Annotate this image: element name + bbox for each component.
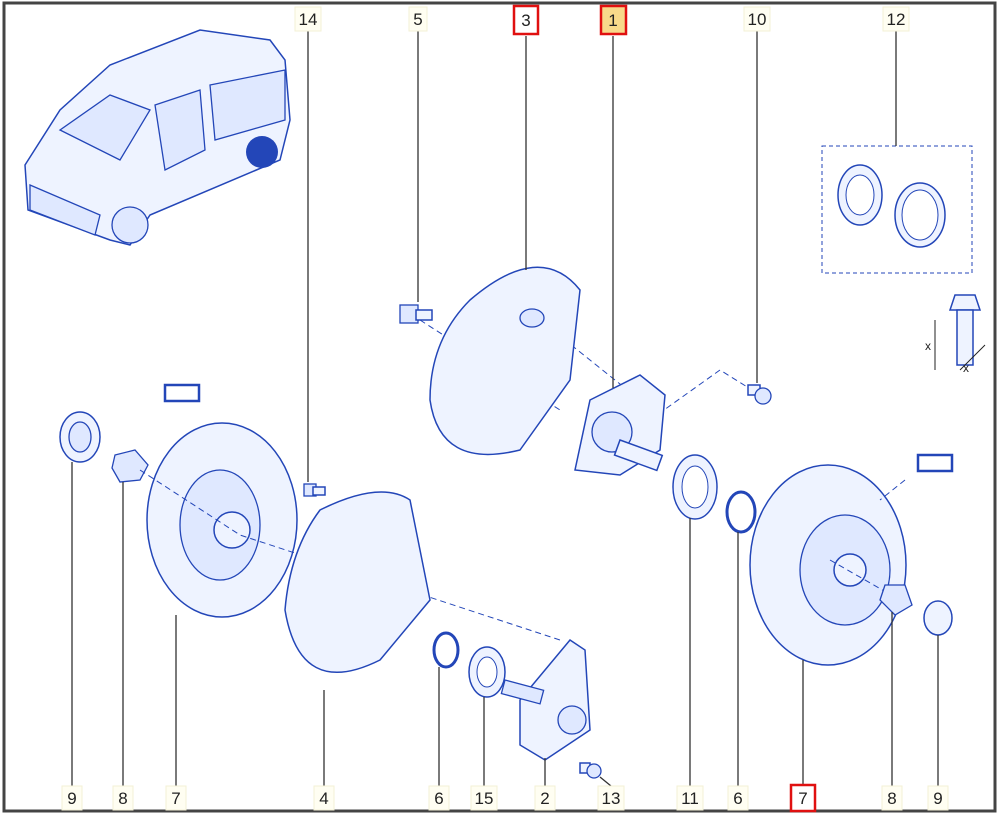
callout-9[interactable]: 9 bbox=[61, 785, 83, 811]
nut-8-left bbox=[111, 449, 149, 483]
svg-text:10: 10 bbox=[748, 10, 767, 29]
callout-9-right[interactable]: 9 bbox=[927, 785, 949, 811]
bolt-10 bbox=[747, 384, 772, 405]
disc-symbol-left bbox=[163, 383, 201, 403]
svg-text:14: 14 bbox=[299, 10, 318, 29]
svg-text:13: 13 bbox=[602, 789, 621, 808]
callout-14[interactable]: 14 bbox=[294, 6, 322, 32]
seal-kit-callout bbox=[821, 145, 973, 274]
bolt-14 bbox=[303, 483, 326, 497]
leader-lines bbox=[71, 30, 939, 787]
callout-10[interactable]: 10 bbox=[743, 6, 771, 32]
svg-text:8: 8 bbox=[118, 789, 127, 808]
nut-8-right bbox=[879, 584, 913, 616]
callout-7-highlighted[interactable]: 7 bbox=[789, 783, 817, 813]
dust-shield-4 bbox=[284, 491, 431, 674]
callout-2[interactable]: 2 bbox=[534, 785, 556, 811]
svg-text:9: 9 bbox=[67, 789, 76, 808]
callout-7[interactable]: 7 bbox=[165, 785, 187, 811]
circlip-6 bbox=[725, 490, 757, 534]
svg-text:6: 6 bbox=[733, 789, 742, 808]
svg-text:7: 7 bbox=[171, 789, 180, 808]
cap-9-right bbox=[923, 600, 953, 636]
callout-11[interactable]: 11 bbox=[676, 785, 704, 811]
bottom-callout-labels: 9 8 7 4 6 15 2 13 11 6 7 8 9 bbox=[61, 783, 949, 813]
callout-5[interactable]: 5 bbox=[408, 6, 428, 32]
callout-3-highlighted[interactable]: 3 bbox=[512, 4, 540, 36]
disc-symbol-right bbox=[916, 453, 954, 473]
svg-text:7: 7 bbox=[798, 789, 807, 808]
callout-6-right[interactable]: 6 bbox=[727, 785, 749, 811]
bolt-13 bbox=[579, 762, 602, 779]
callout-4[interactable]: 4 bbox=[313, 785, 335, 811]
svg-text:4: 4 bbox=[319, 789, 328, 808]
svg-text:3: 3 bbox=[521, 11, 530, 30]
svg-text:9: 9 bbox=[933, 789, 942, 808]
svg-text:2: 2 bbox=[540, 789, 549, 808]
svg-text:8: 8 bbox=[887, 789, 896, 808]
svg-text:15: 15 bbox=[475, 789, 494, 808]
svg-text:11: 11 bbox=[681, 789, 699, 808]
bolt-5 bbox=[399, 304, 433, 324]
circlip-6-left bbox=[432, 631, 460, 669]
vehicle-illustration bbox=[24, 29, 291, 246]
svg-text:6: 6 bbox=[434, 789, 443, 808]
callout-6[interactable]: 6 bbox=[428, 785, 450, 811]
upper-assembly bbox=[399, 266, 954, 666]
callout-8-right[interactable]: 8 bbox=[881, 785, 903, 811]
callout-13[interactable]: 13 bbox=[597, 785, 625, 811]
svg-text:x: x bbox=[925, 339, 931, 353]
top-callout-labels: 14 5 3 1 10 12 bbox=[294, 4, 910, 36]
callout-8[interactable]: 8 bbox=[112, 785, 134, 811]
callout-15[interactable]: 15 bbox=[470, 785, 498, 811]
svg-text:12: 12 bbox=[887, 10, 906, 29]
torque-bolt-icon: x x bbox=[925, 294, 986, 375]
svg-text:5: 5 bbox=[413, 10, 422, 29]
lower-assembly bbox=[59, 383, 602, 779]
svg-text:1: 1 bbox=[608, 11, 617, 30]
svg-text:x: x bbox=[963, 361, 969, 375]
callout-1-selected[interactable]: 1 bbox=[599, 4, 628, 36]
callout-12[interactable]: 12 bbox=[882, 6, 910, 32]
